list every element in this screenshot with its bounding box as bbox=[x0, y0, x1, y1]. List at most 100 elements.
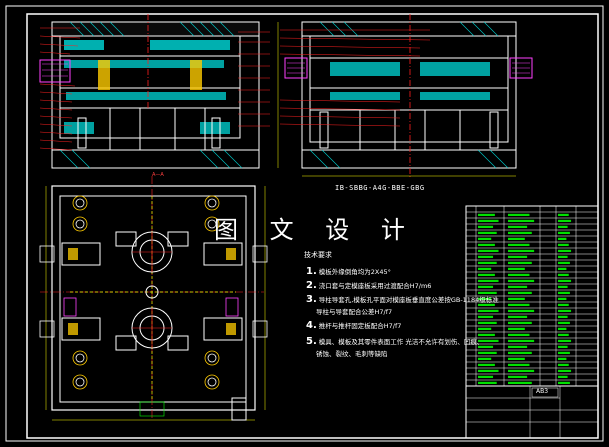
bom-cell-text bbox=[508, 309, 535, 312]
bom-cell-text bbox=[478, 309, 499, 312]
bom-cell-text bbox=[508, 363, 530, 366]
bom-cell-text bbox=[558, 273, 569, 276]
bom-cell-text bbox=[558, 357, 567, 360]
bom-cell-text bbox=[508, 303, 530, 306]
bom-cell-text bbox=[508, 261, 532, 264]
bom-cell-text bbox=[558, 267, 567, 270]
bom-cell-text bbox=[558, 339, 572, 342]
bom-cell-text bbox=[478, 351, 497, 354]
bom-cell-text bbox=[508, 321, 532, 324]
bom-cell-text bbox=[478, 333, 495, 336]
bom-cell-text bbox=[558, 375, 568, 378]
bom-cell-text bbox=[478, 291, 497, 294]
bom-cell-text bbox=[558, 237, 567, 240]
bom-cell-text bbox=[558, 261, 570, 264]
bom-cell-text bbox=[558, 231, 570, 234]
bom-cell-text bbox=[558, 381, 570, 384]
note-item: 1.模板外缘倒角均为2X45° bbox=[306, 266, 391, 277]
note-item: 导柱与导套配合公差H7/f7 bbox=[316, 306, 392, 316]
bom-cell-text bbox=[508, 357, 525, 360]
bom-cell-text bbox=[508, 219, 535, 222]
note-number: 2. bbox=[306, 280, 317, 291]
bom-cell-text bbox=[508, 351, 532, 354]
bom-cell-text bbox=[508, 279, 535, 282]
note-text: 锈蚀、裂纹、毛刺等缺陷 bbox=[316, 350, 388, 358]
bom-cell-text bbox=[508, 297, 525, 300]
bom-table bbox=[465, 205, 599, 439]
bom-cell-text bbox=[508, 345, 528, 348]
bom-cell-text bbox=[508, 231, 532, 234]
bom-cell-text bbox=[478, 321, 497, 324]
bom-cell-text bbox=[478, 303, 495, 306]
bom-cell-text bbox=[508, 333, 530, 336]
bom-cell-text bbox=[558, 213, 569, 216]
bom-cell-text bbox=[558, 309, 572, 312]
note-number: 5. bbox=[306, 336, 317, 347]
bom-cell-text bbox=[478, 243, 495, 246]
bom-cell-text bbox=[478, 345, 494, 348]
drawing-frame-outer bbox=[5, 5, 604, 442]
bom-cell-text bbox=[558, 369, 572, 372]
side-section-view bbox=[279, 14, 533, 178]
bom-cell-text bbox=[508, 315, 528, 318]
bom-cell-text bbox=[558, 297, 567, 300]
bom-cell-text bbox=[508, 285, 528, 288]
bom-cell-text bbox=[508, 267, 525, 270]
bom-cell-text bbox=[558, 255, 568, 258]
notes-title: 技术要求 bbox=[304, 251, 332, 259]
bom-cell-text bbox=[478, 357, 492, 360]
bom-cell-text bbox=[558, 345, 568, 348]
note-text: 推杆与推杆固定板配合H7/f7 bbox=[318, 322, 402, 330]
bom-cell-text bbox=[508, 225, 528, 228]
bom-cell-text bbox=[558, 303, 569, 306]
bom-cell-text bbox=[558, 327, 567, 330]
bom-cell-text bbox=[508, 327, 525, 330]
view-label: A—A bbox=[152, 172, 164, 178]
bom-cell-text bbox=[508, 273, 530, 276]
note-number: 3. bbox=[306, 294, 317, 305]
bom-cell-text bbox=[478, 297, 492, 300]
bom-cell-text bbox=[508, 237, 525, 240]
bom-cell-text bbox=[478, 375, 494, 378]
front-section-view bbox=[39, 14, 279, 169]
bom-cell-text bbox=[478, 231, 497, 234]
bom-cell-text bbox=[478, 249, 499, 252]
note-item: 3.导柱导套孔,模板孔平面对模座板垂直度公差按GB-1184级标准 bbox=[306, 294, 499, 305]
bom-cell-text bbox=[508, 213, 530, 216]
bom-cell-text bbox=[558, 285, 568, 288]
bom-cell-text bbox=[558, 219, 572, 222]
bom-cell-text bbox=[478, 363, 495, 366]
title-block-label: AB3 bbox=[536, 388, 549, 395]
bom-cell-text bbox=[478, 255, 494, 258]
note-number: 1. bbox=[306, 266, 317, 277]
bom-cell-text bbox=[478, 327, 492, 330]
bom-cell-text bbox=[478, 237, 492, 240]
bom-cell-text bbox=[508, 339, 535, 342]
bom-cell-text bbox=[558, 291, 570, 294]
bom-cell-text bbox=[558, 249, 572, 252]
bom-cell-text bbox=[478, 339, 499, 342]
bom-cell-text bbox=[558, 315, 568, 318]
note-item: 锈蚀、裂纹、毛刺等缺陷 bbox=[316, 348, 388, 358]
bom-cell-text bbox=[508, 381, 532, 384]
bom-cell-text bbox=[478, 369, 499, 372]
note-text: 模板外缘倒角均为2X45° bbox=[318, 268, 391, 276]
bom-cell-text bbox=[478, 273, 495, 276]
bom-cell-text bbox=[558, 243, 569, 246]
note-item: 5.模具、模板及其零件表面工作 光洁不允许有划伤、凹痕、 bbox=[306, 336, 483, 347]
bom-cell-text bbox=[478, 285, 494, 288]
bom-cell-text bbox=[558, 279, 572, 282]
bom-cell-text bbox=[508, 375, 528, 378]
bom-cell-text bbox=[558, 363, 569, 366]
bom-cell-text bbox=[478, 381, 497, 384]
bom-cell-text bbox=[508, 291, 532, 294]
note-item: 2.浇口套与定模座板采用过渡配合H7/m6 bbox=[306, 280, 431, 291]
note-text: 模具、模板及其零件表面工作 光洁不允许有划伤、凹痕、 bbox=[318, 338, 484, 346]
bom-cell-text bbox=[478, 219, 499, 222]
bom-cell-text bbox=[558, 333, 569, 336]
bom-cell-text bbox=[558, 321, 570, 324]
note-text: 导柱与导套配合公差H7/f7 bbox=[316, 308, 393, 316]
plan-view bbox=[39, 176, 268, 421]
bom-cell-text bbox=[508, 243, 530, 246]
